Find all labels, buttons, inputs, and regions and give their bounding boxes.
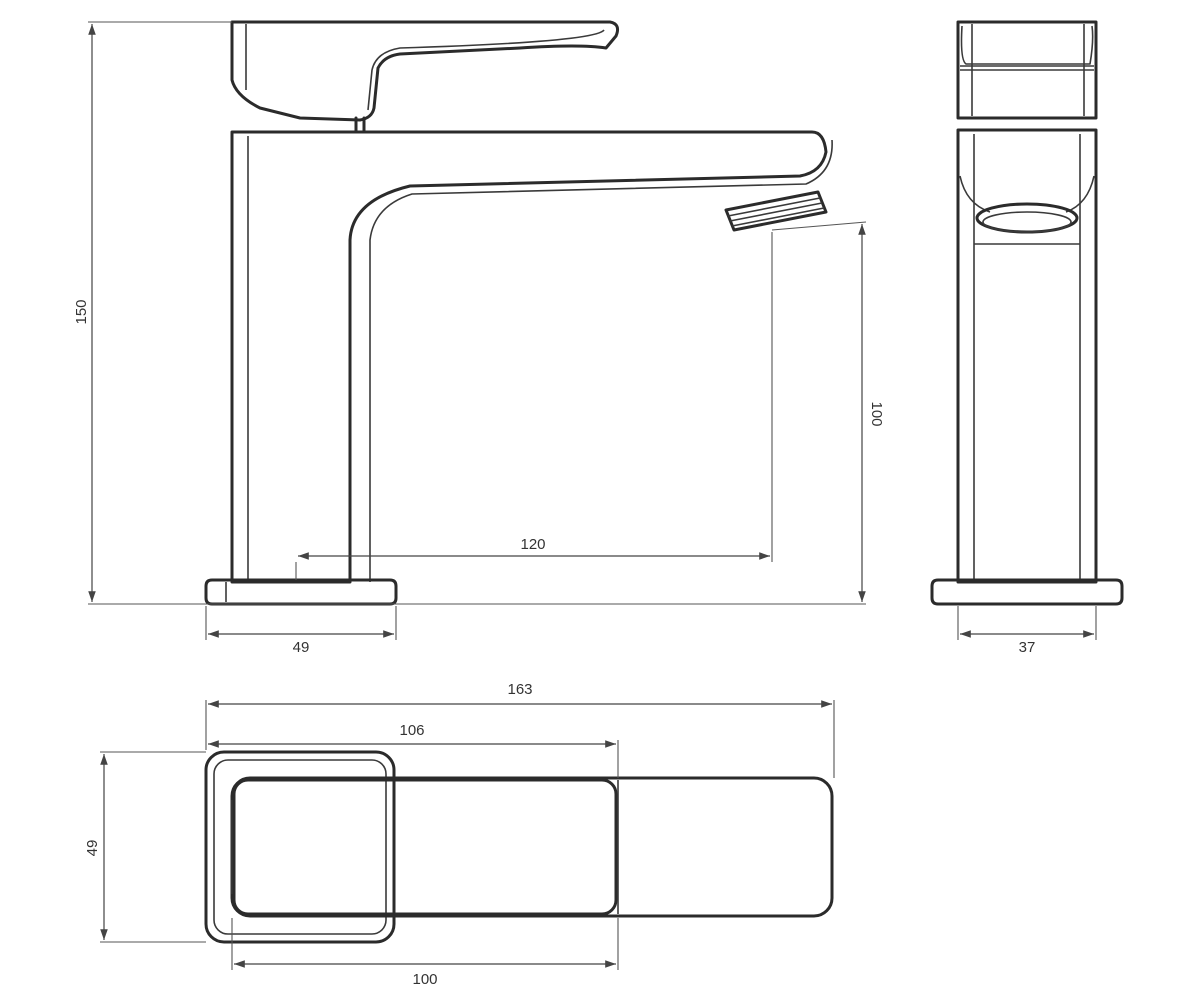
top-body (230, 776, 834, 918)
label-spout-reach: 120 (520, 536, 545, 553)
top-handle (232, 778, 618, 916)
top-base-plate (204, 750, 396, 944)
side-base-plate (204, 578, 398, 606)
dimension-lines (88, 21, 1097, 970)
front-base-plate (930, 578, 1124, 606)
label-total-height: 150 (73, 299, 90, 324)
side-view (204, 20, 833, 606)
label-outlet-height: 100 (868, 401, 885, 426)
label-body-length-top: 100 (412, 971, 437, 988)
label-handle-length-top: 106 (399, 722, 424, 739)
label-base-depth-side: 49 (293, 639, 310, 656)
top-view (204, 750, 834, 944)
front-view (930, 20, 1124, 606)
label-total-length-top: 163 (507, 681, 532, 698)
label-depth-top: 49 (84, 840, 101, 857)
front-handle (956, 20, 1098, 120)
side-aerator (724, 190, 828, 232)
side-handle (230, 20, 619, 122)
front-body (956, 128, 1098, 584)
dimension-labels: 150 100 120 49 37 163 106 49 100 (73, 299, 1035, 988)
side-body (230, 130, 828, 584)
label-base-width-front: 37 (1019, 639, 1036, 656)
